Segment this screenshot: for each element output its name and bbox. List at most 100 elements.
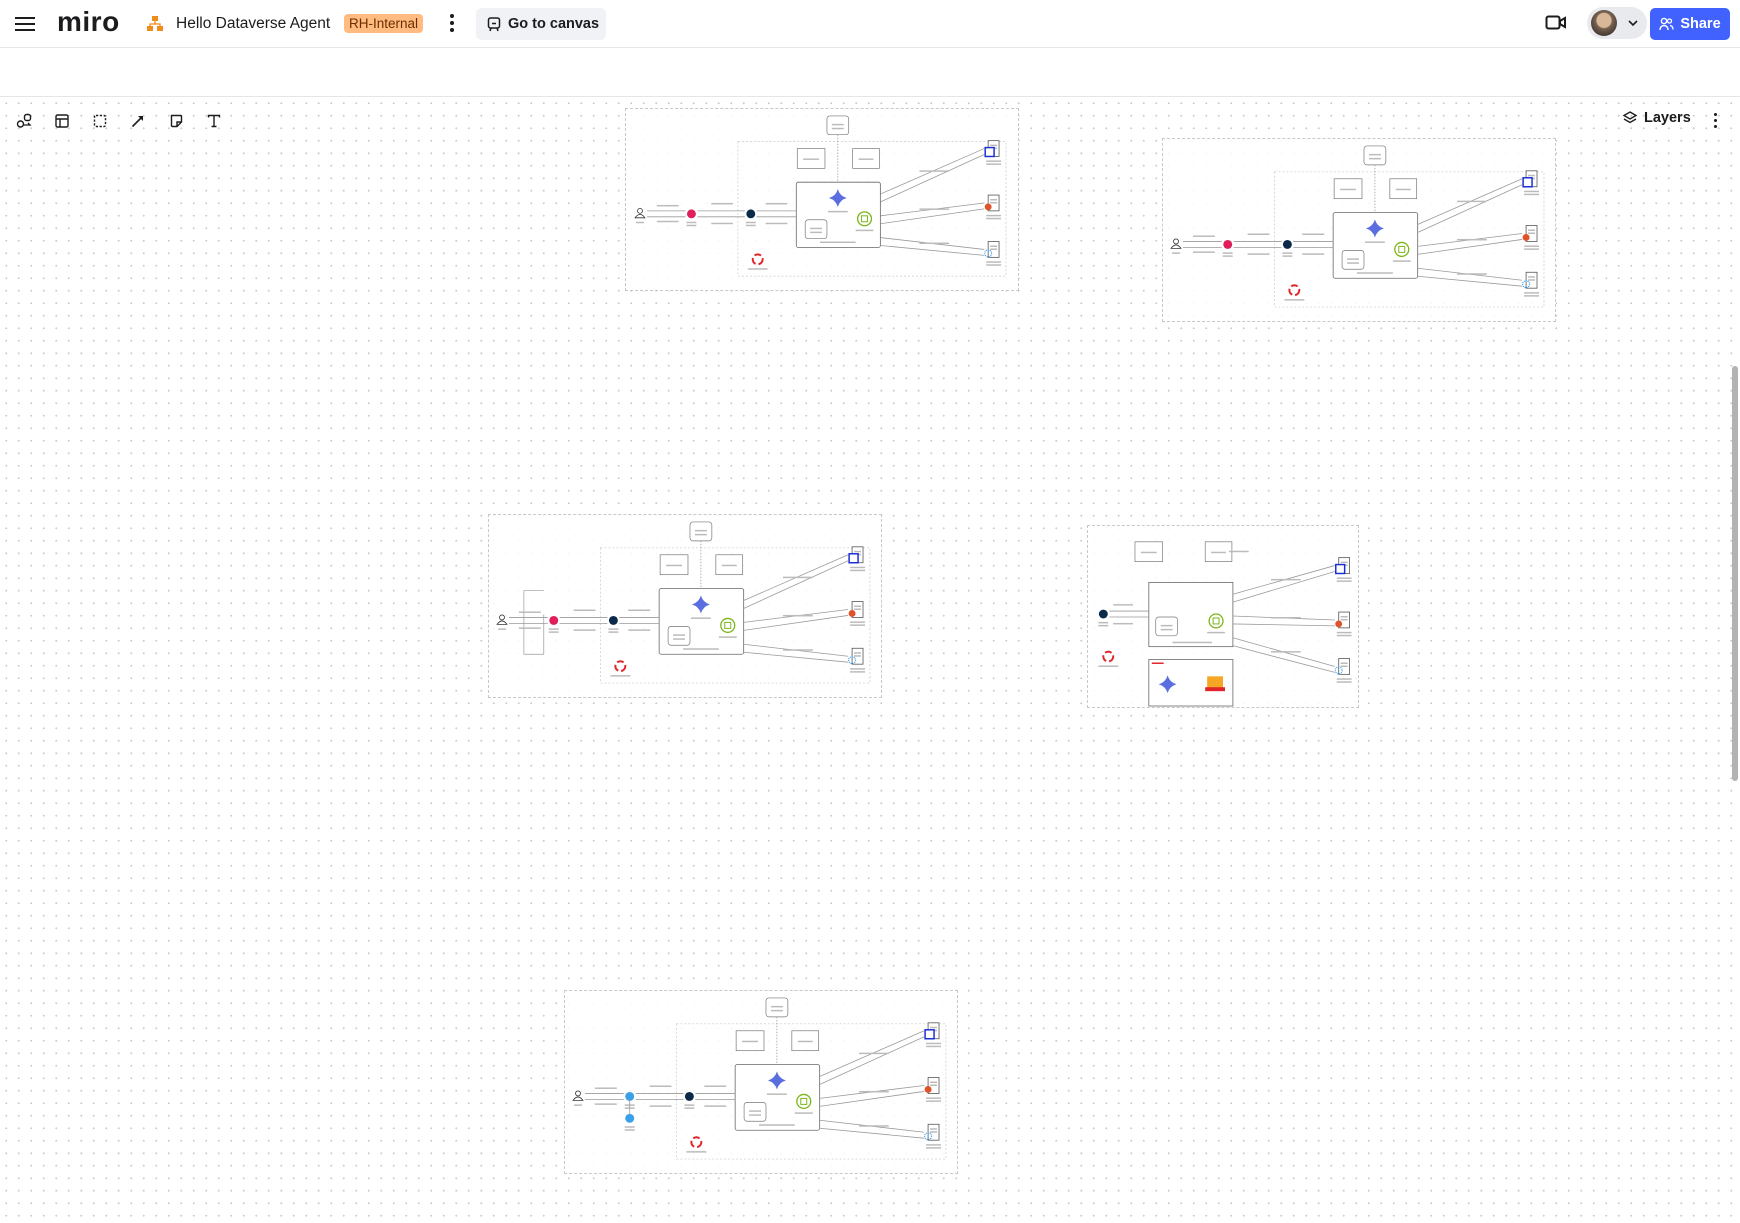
caption-text (854, 655, 862, 657)
caption-text (990, 201, 998, 204)
hub-core (800, 1097, 808, 1105)
user-body (496, 620, 508, 625)
caption-text (1098, 665, 1119, 667)
caption-text (624, 1129, 635, 1131)
connector-arrow (743, 651, 849, 663)
caption-text (1247, 253, 1270, 255)
slack-icon (549, 615, 559, 625)
caption-text (1340, 662, 1348, 664)
shapes-tool[interactable] (13, 110, 35, 132)
diagram-frame-3[interactable] (488, 514, 882, 698)
user-menu[interactable] (1587, 7, 1647, 39)
caption-text (745, 221, 756, 224)
caption-text (1160, 624, 1173, 627)
user-body (1170, 244, 1182, 249)
connector-arrow (1417, 275, 1523, 287)
caption-text (711, 222, 733, 225)
caption-text (690, 617, 711, 619)
board-title[interactable]: Hello Dataverse Agent (176, 15, 331, 32)
database-icon (765, 997, 789, 1018)
caption-text (594, 1103, 617, 1105)
caption-text (1364, 241, 1385, 243)
connector-arrow (880, 245, 985, 256)
atlassian-icon (924, 1029, 935, 1040)
layers-button[interactable]: Layers (1622, 110, 1691, 126)
caption-text (1336, 577, 1352, 579)
connector-arrow (880, 154, 985, 203)
caption-text (1357, 272, 1393, 274)
caption-text (854, 605, 862, 607)
gemini-star-icon (691, 595, 710, 614)
caption-text (1172, 252, 1180, 254)
caption-text (782, 576, 813, 579)
caption-text (656, 220, 679, 223)
caption-text (1395, 188, 1411, 191)
vertical-scrollbar[interactable] (1732, 366, 1738, 781)
board-more-options-icon[interactable] (446, 12, 458, 36)
toolbar-more-options-icon[interactable] (1709, 112, 1721, 132)
mistral-icon (1207, 676, 1223, 691)
share-button[interactable]: Share (1650, 8, 1730, 40)
caption-text (749, 1110, 761, 1112)
connector-tool[interactable] (127, 110, 149, 132)
hub-icon (796, 1093, 812, 1110)
caption-text (684, 1104, 695, 1106)
hamburger-menu-icon[interactable] (15, 14, 35, 32)
text-tool[interactable] (203, 110, 225, 132)
diagram-frame-1[interactable] (625, 108, 1019, 291)
classification-badge[interactable]: RH-Internal (344, 14, 424, 33)
caption-text (1347, 258, 1359, 260)
architecture-diagram (496, 521, 871, 684)
connector-arrow (1417, 184, 1523, 233)
architecture-diagram (572, 997, 947, 1160)
caption-text (919, 208, 950, 210)
mistral-base (1205, 687, 1225, 692)
architecture-diagram (1098, 541, 1352, 707)
atlassian-icon (1522, 177, 1533, 188)
caption-text (1336, 580, 1352, 582)
caption-text (1113, 604, 1133, 606)
loop-arrow (523, 590, 545, 655)
caption-text (718, 636, 737, 638)
caption-text (704, 1085, 727, 1087)
table-tool[interactable] (51, 110, 73, 132)
architecture-diagram (634, 115, 1007, 277)
caption-text (656, 204, 679, 207)
burst-icon (1522, 233, 1530, 241)
caption-text (742, 1040, 759, 1043)
caption-text (694, 533, 707, 536)
webex-icon (625, 1113, 635, 1123)
diagram-frame-2[interactable] (1162, 138, 1556, 322)
caption-text (765, 222, 788, 225)
caption-text (782, 649, 813, 651)
caption-text (820, 241, 856, 244)
caption-text (850, 566, 866, 569)
caption-text (1113, 622, 1133, 625)
burst-icon (848, 609, 856, 617)
caption-text (1302, 253, 1325, 255)
caption-text (986, 217, 1002, 220)
caption-text (1340, 618, 1348, 621)
diagram-frame-4[interactable] (1087, 525, 1359, 708)
caption-text (548, 628, 559, 630)
document-box (659, 554, 689, 576)
caption-text (518, 627, 541, 629)
caption-text (930, 1026, 938, 1029)
video-call-icon[interactable] (1545, 14, 1567, 32)
gemini-star-icon (1158, 675, 1177, 694)
hub-icon (720, 617, 736, 634)
diagram-frame-5[interactable] (564, 990, 958, 1174)
caption-text (782, 614, 813, 617)
caption-text (1524, 193, 1540, 196)
frame-tool[interactable] (89, 110, 111, 132)
caption-text (990, 199, 998, 201)
go-to-canvas-button[interactable]: Go to canvas (476, 8, 606, 40)
models-caption (1151, 662, 1164, 664)
caption-text (1282, 252, 1293, 254)
sticky-note-tool[interactable] (165, 110, 187, 132)
burst-icon (984, 203, 992, 211)
go-to-canvas-label: Go to canvas (508, 16, 600, 32)
miro-logo[interactable]: miro (57, 6, 120, 37)
redhat-openshift-icon (751, 253, 764, 266)
caption-text (1528, 279, 1536, 281)
